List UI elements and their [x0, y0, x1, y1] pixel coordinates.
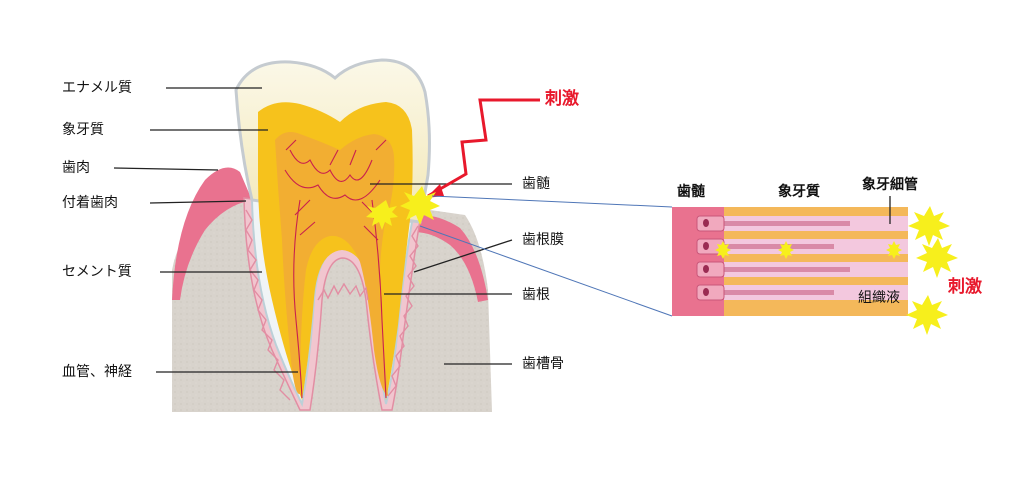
label-vessels-nerves: 血管、神経: [62, 364, 132, 380]
leader-lines-left: [113, 87, 298, 373]
spark-icon: [400, 186, 440, 225]
label-periodontal-ligament: 歯根膜: [522, 232, 564, 248]
lightning-bolt: [427, 98, 540, 198]
pulp: [275, 132, 395, 396]
gingiva-left: [172, 167, 252, 300]
gingiva-right: [414, 215, 488, 302]
label-pulp: 歯髄: [522, 176, 550, 192]
cementum-zigzag-inner-left: [317, 282, 369, 301]
label-root: 歯根: [522, 287, 550, 303]
detail-label-tissue-fluid: 組織液: [858, 290, 900, 306]
connector-line-top: [431, 195, 673, 208]
spark-icon: [778, 241, 794, 259]
label-stimulus: 刺激: [545, 89, 579, 109]
label-gingiva: 歯肉: [62, 160, 90, 176]
label-dentin: 象牙質: [62, 122, 104, 138]
label-cementum: セメント質: [62, 264, 132, 280]
spark-icon: [906, 295, 948, 335]
spark-icon: [916, 238, 958, 278]
cementum-zigzag-left: [245, 209, 291, 401]
label-enamel: エナメル質: [62, 80, 132, 96]
label-alveolar-bone: 歯槽骨: [522, 356, 564, 372]
dentinal-tubule-detail: [672, 196, 908, 316]
detail-label-dentin: 象牙質: [778, 184, 820, 200]
cementum-zigzag-right: [387, 225, 419, 397]
connector-line-bottom: [419, 225, 673, 317]
label-attached-gingiva: 付着歯肉: [62, 195, 118, 211]
detail-label-pulp: 歯髄: [677, 184, 705, 200]
leader-lines-right: [370, 183, 513, 365]
detail-label-stimulus: 刺激: [948, 277, 982, 297]
detail-label-dentinal-tubule: 象牙細管: [862, 177, 918, 193]
spark-icon: [886, 241, 902, 259]
spark-icon: [366, 200, 398, 230]
spark-icon: [908, 206, 950, 246]
spark-icon: [715, 241, 731, 259]
pulp-vessels: [284, 139, 387, 399]
